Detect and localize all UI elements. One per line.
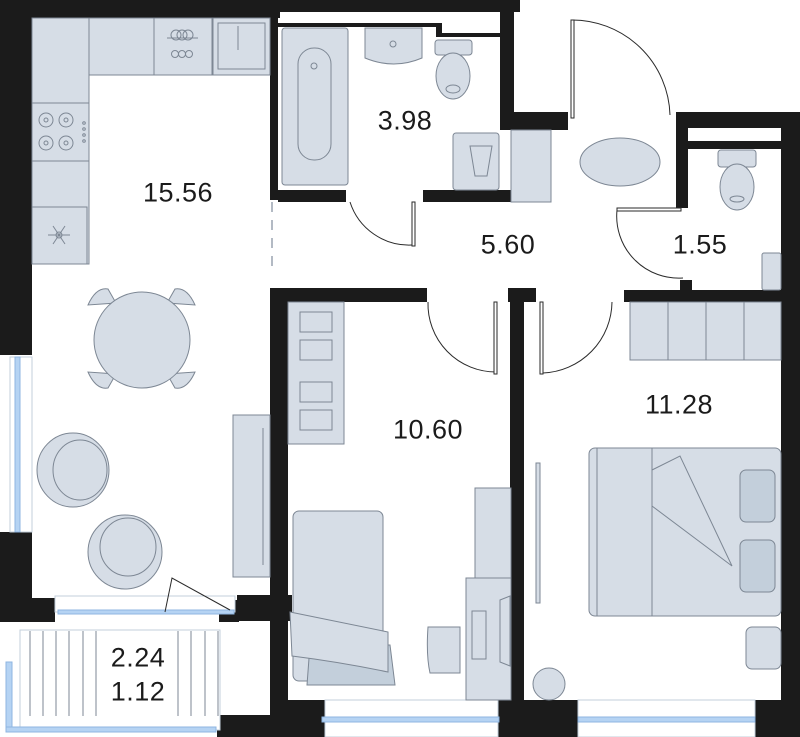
area-label-loggia: 2.24	[110, 642, 166, 673]
sink-icon	[212, 17, 271, 76]
bathroom-furniture	[281, 27, 500, 191]
desk-chair	[426, 626, 461, 674]
double-bed	[588, 447, 782, 617]
area-label-toilet: 1.55	[672, 229, 728, 260]
pillow	[739, 469, 776, 523]
area-label-bedroom-small: 10.60	[392, 414, 464, 445]
robot-vacuum	[532, 667, 566, 701]
stove-icon	[31, 102, 90, 162]
large-bedroom-furniture	[532, 301, 782, 701]
kitchen-furniture	[31, 17, 271, 265]
small-bedroom-furniture	[287, 301, 512, 701]
hand-sink-icon	[761, 252, 782, 291]
bathtub-icon	[281, 27, 349, 186]
doors	[349, 19, 684, 375]
toilet-room-furniture	[717, 149, 782, 291]
washing-machine-icon	[452, 132, 500, 191]
snowflake-icon	[48, 225, 70, 245]
windows	[9, 356, 756, 737]
mirror	[535, 462, 541, 604]
armchairs	[36, 432, 163, 590]
nightstand	[745, 626, 782, 670]
dining-table	[87, 288, 196, 389]
area-label-loggia-reduced: 1.12	[110, 676, 166, 707]
area-label-hallway: 5.60	[480, 229, 536, 260]
desk	[465, 577, 512, 701]
pillow	[739, 539, 776, 593]
area-label-bedroom-large: 11.28	[644, 389, 714, 420]
hallway-ottoman	[579, 137, 661, 187]
shelf	[474, 487, 512, 579]
wardrobe	[287, 301, 345, 445]
dishwasher-icon	[153, 17, 213, 76]
washbasin-icon	[364, 27, 423, 65]
loggia	[5, 577, 231, 733]
area-label-bathroom: 3.98	[377, 105, 433, 136]
hallway-wardrobe	[510, 129, 552, 203]
area-label-kitchen-living: 15.56	[142, 177, 214, 208]
tv-unit	[232, 414, 271, 578]
